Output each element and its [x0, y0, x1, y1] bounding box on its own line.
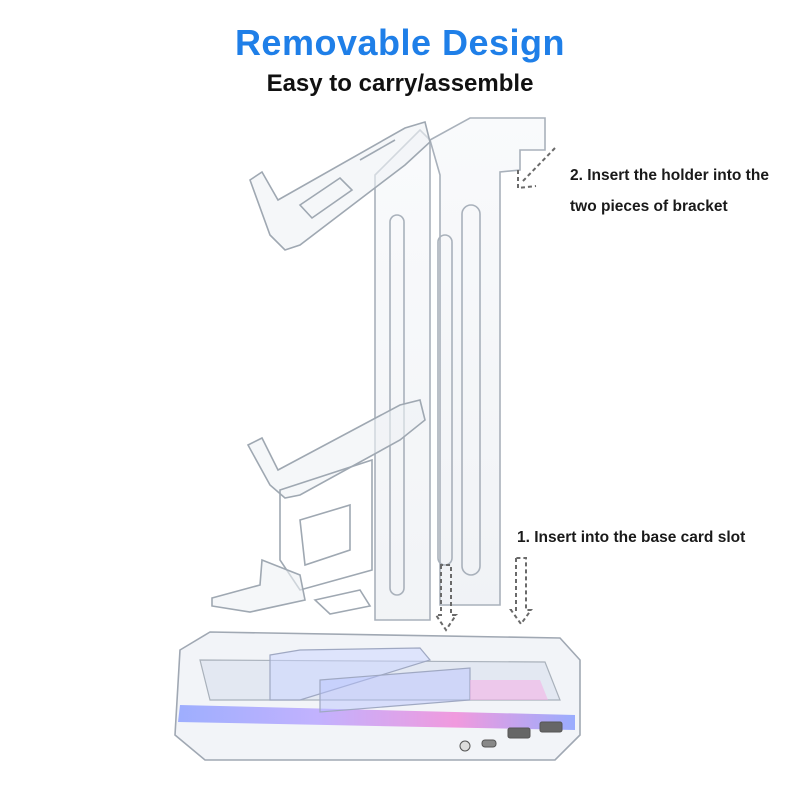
- holder-top-arm: [249, 120, 431, 251]
- usb-c-port-icon: [481, 739, 497, 748]
- power-button-icon: [459, 740, 471, 752]
- dashed-arrow-diagonal-icon: [517, 147, 556, 190]
- bracket-rear: [429, 117, 546, 606]
- dashed-arrow-down-icon: [509, 557, 533, 626]
- rgb-base: [174, 631, 581, 761]
- step2-instruction-line1: 2. Insert the holder into the: [570, 167, 769, 184]
- step1-instruction: 1. Insert into the base card slot: [517, 529, 746, 546]
- base-ports: [459, 721, 563, 752]
- step2-instruction-line2: two pieces of bracket: [570, 198, 728, 215]
- usb-port-icon: [539, 721, 563, 733]
- page-title: Removable Design: [234, 22, 566, 63]
- bracket-front: [374, 128, 431, 621]
- page-subtitle: Easy to carry/assemble: [266, 70, 534, 97]
- dashed-arrow-down-icon: [434, 564, 458, 632]
- holder-lower-arm: [211, 399, 426, 615]
- usb-port-icon: [507, 727, 531, 739]
